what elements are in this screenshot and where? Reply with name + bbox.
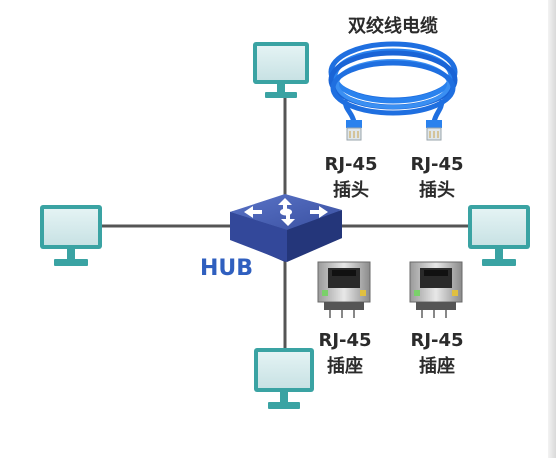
rj45-jack-icon-right xyxy=(409,261,463,318)
jack-right-line2: 插座 xyxy=(419,356,455,377)
plug-right-label: RJ-45 插头 xyxy=(402,152,472,204)
monitor-icon-left xyxy=(40,205,102,266)
rj45-jack-icon-left xyxy=(317,261,371,318)
twisted-pair-cable-icon xyxy=(328,41,458,141)
monitor-icon-top xyxy=(253,42,309,98)
jack-right-label: RJ-45 插座 xyxy=(402,328,472,380)
rj45-plug-icon-left xyxy=(346,120,362,141)
plug-right-line2: 插头 xyxy=(419,180,455,201)
hub-icon xyxy=(230,194,342,262)
rj45-plug-icon-right xyxy=(426,120,442,141)
plug-left-label: RJ-45 插头 xyxy=(316,152,386,204)
jack-left-label: RJ-45 插座 xyxy=(310,328,380,380)
hub-label: HUB xyxy=(200,256,254,281)
monitor-icon-bottom xyxy=(254,348,314,409)
jack-left-line1: RJ-45 xyxy=(318,330,372,351)
jack-left-line2: 插座 xyxy=(327,356,363,377)
plug-left-line2: 插头 xyxy=(333,180,369,201)
screen-edge xyxy=(548,0,556,458)
plug-left-line1: RJ-45 xyxy=(324,154,378,175)
jack-right-line1: RJ-45 xyxy=(410,330,464,351)
monitor-icon-right xyxy=(468,205,530,266)
cable-title: 双绞线电缆 xyxy=(348,16,438,37)
plug-right-line1: RJ-45 xyxy=(410,154,464,175)
